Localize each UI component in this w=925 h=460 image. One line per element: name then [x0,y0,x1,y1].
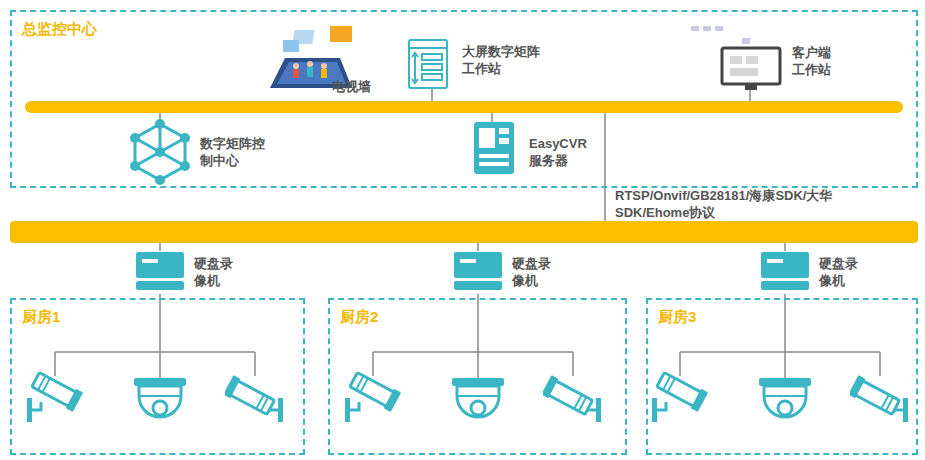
drawing-part [479,154,509,158]
matrix-control-icon [130,119,190,185]
drawing-part [745,84,757,90]
region-title: 厨房2 [340,308,378,327]
monitor-center-region: 总监控中心电视墙 大屏数字矩阵 工作站 客户端 工作站数字矩阵控 制中心 EasyCV… [10,10,918,188]
dvr-icon [136,252,184,290]
device-name: 客户端 工作站 [792,45,836,79]
dvr-box: 硬盘录 像机 [448,250,556,294]
device-name: 硬盘录 像机 [194,256,238,290]
drawing-part [130,161,140,171]
drawing-part [321,63,327,69]
device-label: EasyCVR 服务器 [529,136,598,170]
dvr-icon [761,252,809,290]
drawing-part [784,243,786,251]
wires [160,88,785,251]
drawing-part [491,113,493,122]
device-name: EasyCVR 服务器 [529,136,598,170]
drawing-part [499,138,509,144]
client-workstation-icon [691,26,780,90]
drawing-part [422,64,442,70]
region-title: 厨房1 [22,308,60,327]
drawing-part [474,122,514,174]
drawing-part [431,88,433,101]
drawing-part [479,162,509,166]
drawing-part [691,26,699,31]
camera-group [345,298,601,422]
drawing-part [422,54,442,60]
drawing-part [180,133,190,143]
server-icon [474,122,514,174]
drawing-part [604,113,606,221]
drawing-part [155,147,165,157]
protocol-label: RTSP/Onvif/GB28181/海康SDK/大华 SDK/Ehome协议 [615,188,877,222]
device-name: 硬盘录 像机 [819,256,863,290]
region-title: 厨房3 [658,308,696,327]
drawing-part [715,26,723,31]
drawing-part [409,40,447,88]
drawing-part [477,243,479,251]
region-title: 总监控中心 [22,20,97,39]
device-name: 硬盘录 像机 [512,256,556,290]
camera-group [652,298,908,422]
drawing-part [155,119,165,129]
drawing-part [307,67,313,77]
kitchen-region: 厨房2 [328,298,627,455]
tv-wall-icon [270,26,352,88]
dvr-icon [454,252,502,290]
drawing-part [283,40,299,52]
device-label: 大屏数字矩阵 工作站 [462,44,545,78]
drawing-part [409,47,447,49]
drawing-part [412,53,418,83]
device-name: 数字矩阵控 制中心 [200,136,270,170]
drawing-part [155,175,165,185]
drawing-part [742,38,750,44]
camera-group [27,298,283,422]
drawing-part [130,133,140,143]
drawing-part [499,128,509,134]
drawing-part [746,56,758,64]
drawing-part [422,74,442,80]
drawing-part [293,69,299,78]
drawing-part [730,56,742,64]
kitchen-region: 厨房3 [646,298,918,455]
drawing-part [479,128,495,148]
drawing-part [293,63,299,69]
drawing-part [307,61,313,67]
drawing-part [321,69,327,78]
drawing-part [180,161,190,171]
dvr-box: 硬盘录 像机 [130,250,238,294]
drawing-part [130,119,190,185]
device-label: 客户端 工作站 [792,45,836,79]
network-bar [10,221,918,243]
drawing-part [703,26,711,31]
device-label: 数字矩阵控 制中心 [200,136,270,170]
drawing-part [730,68,758,76]
device-name: 电视墙 [332,79,384,96]
drawing-part [135,124,185,166]
dvr-box: 硬盘录 像机 [755,250,863,294]
drawing-part [722,48,780,84]
device-label: 电视墙 [332,79,384,96]
matrix-workstation-icon [409,40,447,88]
drawing-part [749,90,751,101]
drawing-part [330,26,352,42]
drawing-part [135,124,185,180]
drawing-part [159,243,161,251]
network-bar [25,101,903,113]
kitchen-region: 厨房1 [10,298,305,455]
device-name: 大屏数字矩阵 工作站 [462,44,545,78]
